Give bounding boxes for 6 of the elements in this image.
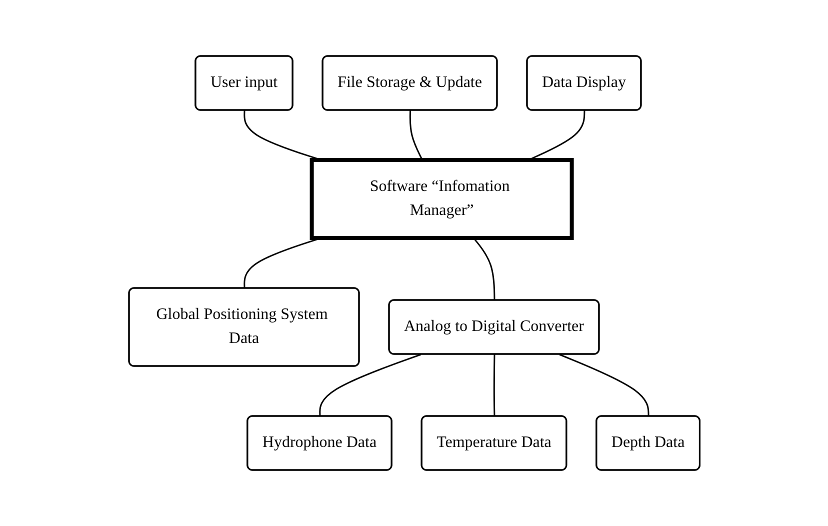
connector [472, 238, 495, 301]
connector [558, 354, 649, 417]
connector [318, 354, 421, 417]
connector [409, 110, 423, 160]
node-box: Software “Infomation Manager” [309, 158, 574, 240]
connector [493, 354, 495, 417]
